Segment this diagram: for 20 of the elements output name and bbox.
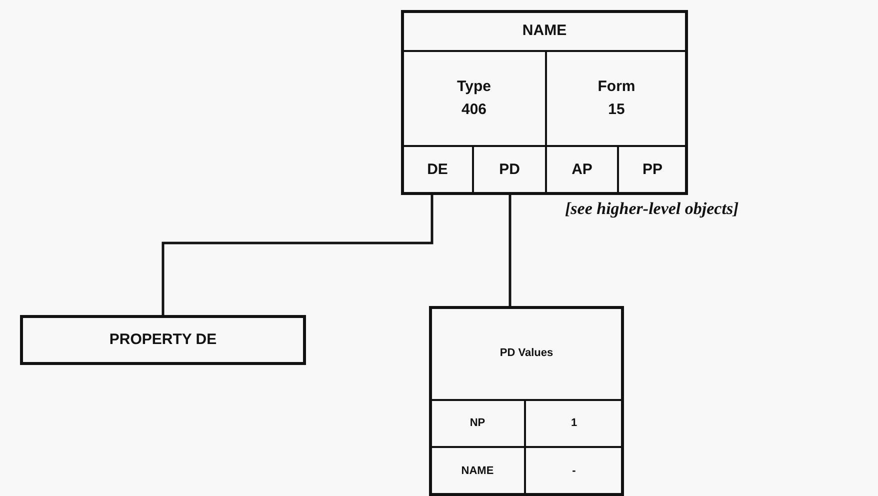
cell-text: AP	[572, 160, 592, 180]
cell-text: DE	[427, 160, 448, 180]
record-box	[429, 306, 624, 496]
cell-text: NAME	[461, 464, 494, 479]
cell-text: 1	[570, 416, 578, 432]
cell-text: PD Values	[500, 346, 554, 362]
cell-text: Type	[457, 77, 491, 97]
cell-text: 15	[608, 100, 625, 120]
record-box	[401, 10, 688, 195]
note-text: [see higher-level objects]	[565, 199, 739, 219]
connector-line	[508, 195, 512, 306]
cell-text: NP	[470, 416, 486, 432]
cell-text: PP	[642, 160, 662, 180]
connector-line	[162, 195, 434, 315]
cell-text: NAME	[522, 20, 567, 41]
cell-text: Form	[598, 77, 636, 97]
cell-text: -	[572, 464, 576, 479]
cell-text: PROPERTY DE	[109, 330, 217, 350]
cell-text: PD	[499, 160, 520, 180]
cell-text: 406	[461, 100, 487, 120]
